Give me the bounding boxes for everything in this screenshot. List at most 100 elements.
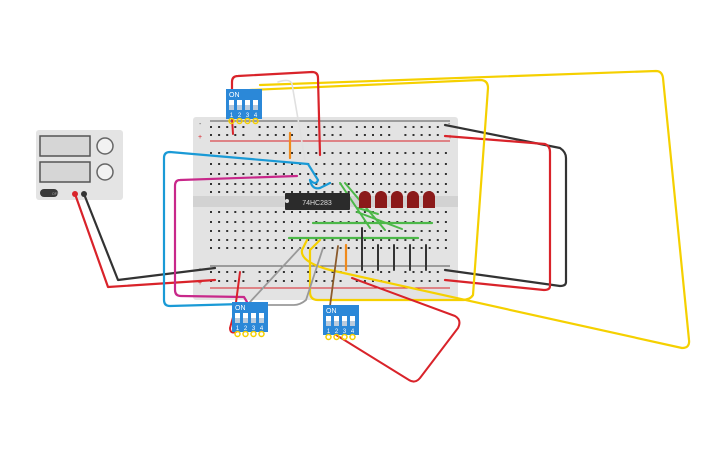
breadboard-hole[interactable] [428,173,431,175]
breadboard-hole[interactable] [444,183,447,185]
breadboard-hole[interactable] [226,221,229,223]
breadboard-hole[interactable] [404,173,407,175]
breadboard-hole[interactable] [331,183,334,185]
rail-hole[interactable] [218,271,221,273]
breadboard-hole[interactable] [307,191,310,193]
power-switch[interactable] [40,189,58,197]
breadboard-hole[interactable] [226,211,229,213]
current-knob[interactable] [96,163,114,181]
rail-hole[interactable] [372,271,374,273]
wire-blue-end[interactable] [308,178,332,190]
rail-hole[interactable] [363,126,366,128]
breadboard-hole[interactable] [242,191,245,193]
rail-hole[interactable] [258,134,261,136]
breadboard-hole[interactable] [363,173,366,175]
breadboard-hole[interactable] [299,211,302,213]
breadboard-hole[interactable] [347,247,350,249]
rail-hole[interactable] [307,134,310,136]
breadboard-hole[interactable] [331,152,334,154]
rail-hole[interactable] [355,280,358,282]
rail-hole[interactable] [291,280,293,282]
breadboard-hole[interactable] [331,211,334,213]
rail-hole[interactable] [323,134,326,136]
breadboard-hole[interactable] [266,173,269,175]
breadboard-holes[interactable] [210,126,447,282]
breadboard-hole[interactable] [274,230,277,232]
breadboard-hole[interactable] [347,191,350,193]
breadboard-hole[interactable] [274,191,277,193]
breadboard-hole[interactable] [372,183,374,185]
rail-hole[interactable] [404,271,407,273]
breadboard-hole[interactable] [355,152,358,154]
breadboard-hole[interactable] [323,230,326,232]
rail-hole[interactable] [428,134,431,136]
breadboard-hole[interactable] [258,211,261,213]
breadboard-hole[interactable] [323,183,326,185]
ic-74hc283[interactable]: 74HC283 [285,193,350,210]
breadboard-hole[interactable] [404,239,407,241]
breadboard-hole[interactable] [266,183,269,185]
rail-hole[interactable] [258,280,261,282]
breadboard-hole[interactable] [210,152,212,154]
breadboard-hole[interactable] [428,247,431,249]
breadboard-hole[interactable] [380,247,383,249]
breadboard-hole[interactable] [331,163,334,165]
breadboard-hole[interactable] [339,163,342,165]
breadboard-hole[interactable] [428,230,431,232]
breadboard-hole[interactable] [372,152,374,154]
breadboard-hole[interactable] [420,191,423,193]
breadboard-hole[interactable] [315,163,318,165]
breadboard-hole[interactable] [266,152,269,154]
breadboard-hole[interactable] [444,211,447,213]
breadboard-hole[interactable] [347,163,350,165]
breadboard-hole[interactable] [331,247,334,249]
wire-red-top-dip[interactable] [230,70,322,157]
breadboard-hole[interactable] [250,247,253,249]
breadboard-hole[interactable] [331,239,334,241]
rail-hole[interactable] [355,134,358,136]
breadboard-hole[interactable] [339,191,342,193]
breadboard-hole[interactable] [250,163,253,165]
rail-hole[interactable] [315,271,318,273]
rail-hole[interactable] [266,280,269,282]
rail-hole[interactable] [388,126,391,128]
breadboard-hole[interactable] [363,183,366,185]
wire-red-dip-right[interactable] [332,277,461,383]
rail-hole[interactable] [307,280,310,282]
breadboard-hole[interactable] [291,183,293,185]
breadboard-hole[interactable] [372,239,374,241]
breadboard-hole[interactable] [331,173,334,175]
breadboard-hole[interactable] [339,239,342,241]
breadboard-hole[interactable] [428,163,431,165]
breadboard-hole[interactable] [315,183,318,185]
breadboard-hole[interactable] [436,230,439,232]
breadboard-hole[interactable] [396,230,399,232]
breadboard-hole[interactable] [339,211,342,213]
breadboard-hole[interactable] [299,221,302,223]
rail-hole[interactable] [218,126,221,128]
breadboard-hole[interactable] [404,163,407,165]
rail-hole[interactable] [291,126,293,128]
breadboard-hole[interactable] [282,183,285,185]
breadboard-hole[interactable] [315,211,318,213]
breadboard-hole[interactable] [339,247,342,249]
breadboard-hole[interactable] [274,152,277,154]
rail-hole[interactable] [372,134,374,136]
breadboard-hole[interactable] [436,247,439,249]
breadboard-hole[interactable] [242,221,245,223]
led[interactable] [391,191,403,208]
breadboard-hole[interactable] [396,211,399,213]
breadboard-hole[interactable] [299,191,302,193]
rail-hole[interactable] [242,271,245,273]
wire-yellow-loop-1[interactable] [248,78,490,302]
wire-red-dip-power[interactable] [231,117,234,135]
breadboard-hole[interactable] [258,230,261,232]
breadboard-hole[interactable] [210,247,212,249]
breadboard-hole[interactable] [234,239,237,241]
breadboard-hole[interactable] [307,239,310,241]
breadboard-hole[interactable] [444,221,447,223]
breadboard-hole[interactable] [380,239,383,241]
rail-hole[interactable] [436,126,439,128]
breadboard-hole[interactable] [315,191,318,193]
rail-hole[interactable] [282,280,285,282]
